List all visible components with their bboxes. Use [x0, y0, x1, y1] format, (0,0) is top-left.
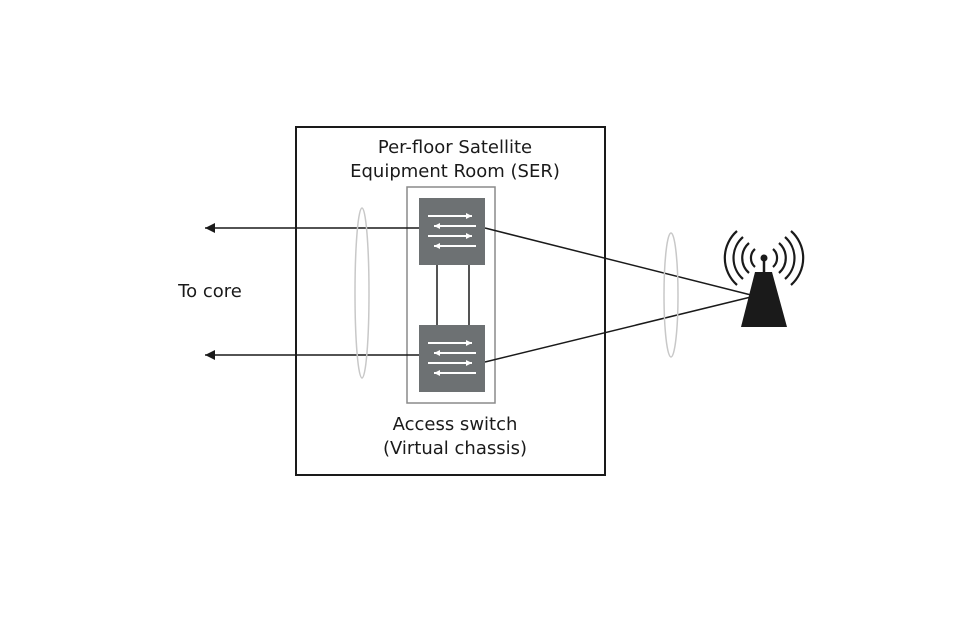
ap-lag-ellipse	[663, 232, 679, 358]
access-switch-label-line2: (Virtual chassis)	[383, 438, 527, 459]
ser-room-title-line2: Equipment Room (SER)	[350, 161, 560, 182]
network-switch-icon	[419, 198, 485, 265]
wireless-access-point-icon	[723, 230, 805, 327]
network-switch-icon	[419, 325, 485, 392]
ser-room-title-line1: Per-floor Satellite	[378, 137, 532, 158]
ap-link-top	[484, 227, 756, 297]
access-switch-label-line1: Access switch	[393, 414, 518, 435]
ap-link-bottom	[484, 295, 756, 363]
core-label: To core	[177, 281, 242, 302]
virtual-chassis-frame	[406, 186, 496, 404]
core-lag-ellipse	[354, 207, 370, 379]
ser-room-box	[295, 126, 606, 476]
